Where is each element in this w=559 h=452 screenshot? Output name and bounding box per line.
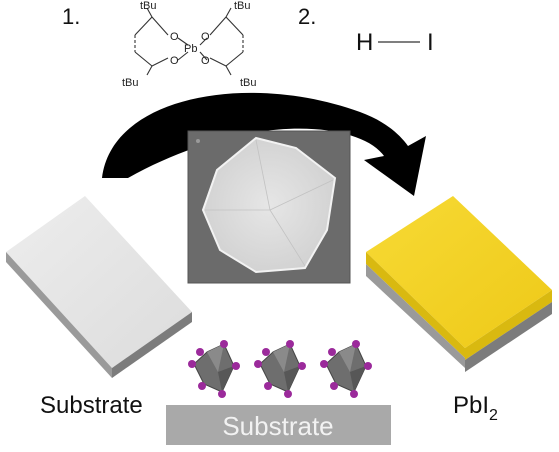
step-1-number: 1.: [62, 4, 80, 29]
iodine-label: I: [427, 29, 434, 56]
substrate-caption: Substrate: [40, 392, 143, 419]
curved-arrow-icon: [102, 92, 426, 196]
lead-atom-label: Pb: [184, 43, 197, 55]
pbi2-caption: PbI2: [453, 392, 498, 424]
pbi2-caption-subscript: 2: [489, 407, 498, 424]
lead-complex-structure: [134, 7, 244, 76]
tbu-top-right-label: tBu: [234, 0, 251, 12]
sem-micrograph-image: [187, 130, 351, 284]
oxygen-label-3: O: [201, 31, 210, 43]
oxygen-label-4: O: [201, 55, 210, 67]
octahedron-1-icon: [188, 340, 240, 398]
step-2-number: 2.: [298, 4, 316, 29]
substrate-slab: [166, 405, 391, 445]
substrate-slab-label: Substrate: [222, 411, 333, 441]
tbu-top-left-label: tBu: [140, 0, 157, 12]
octahedron-3-icon: [320, 340, 372, 398]
oxygen-label-2: O: [170, 55, 179, 67]
tbu-bottom-right-label: tBu: [240, 77, 257, 89]
tbu-bottom-left-label: tBu: [122, 77, 139, 89]
octahedron-2-icon: [254, 340, 306, 398]
substrate-block: [6, 196, 192, 378]
oxygen-label-1: O: [170, 31, 179, 43]
hydrogen-label: H: [356, 29, 373, 56]
pbi2-coated-block: [366, 196, 552, 372]
pbi2-caption-base: PbI: [453, 392, 489, 419]
